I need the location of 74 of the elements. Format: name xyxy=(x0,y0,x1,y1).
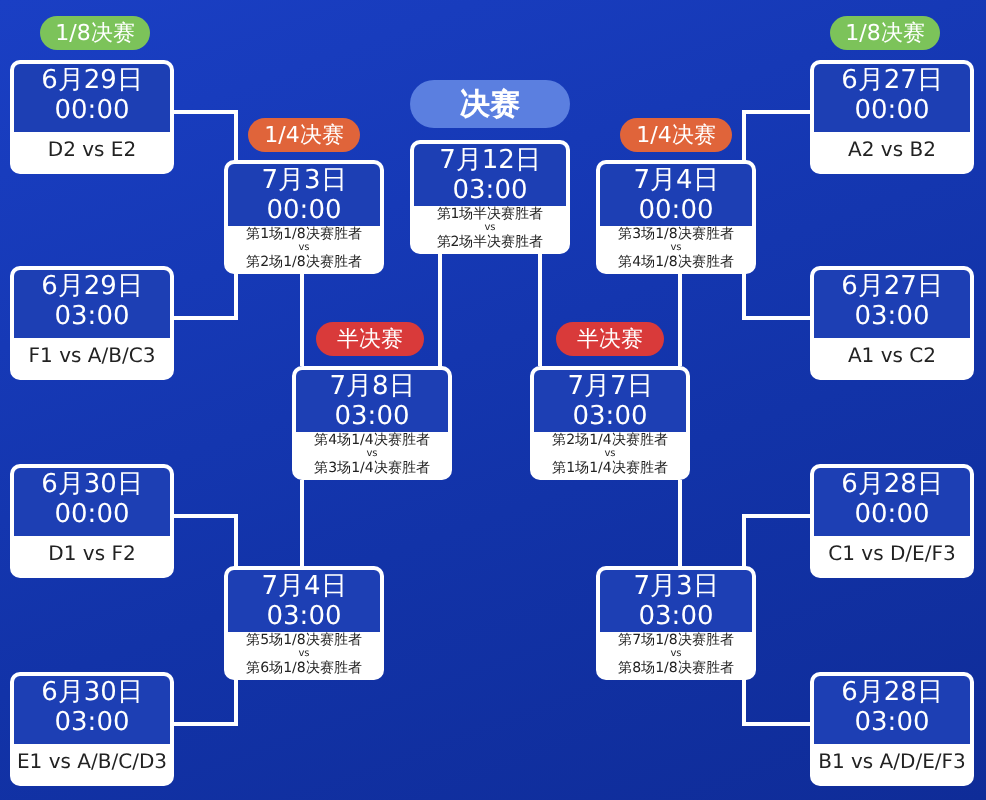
match-card xyxy=(596,566,756,680)
stage-badge: 半决赛 xyxy=(556,322,664,356)
stage-badge: 1/4决赛 xyxy=(248,118,360,152)
bracket-line xyxy=(174,680,238,726)
match-time: 03:00 xyxy=(52,302,132,332)
bracket-line xyxy=(538,254,542,366)
match-time: 00:00 xyxy=(264,196,344,226)
match-card xyxy=(410,140,570,254)
match-time: 03:00 xyxy=(570,402,650,432)
bracket-line xyxy=(742,274,810,320)
stage-badge: 1/8决赛 xyxy=(830,16,940,50)
match-card xyxy=(810,672,974,786)
match-time: 00:00 xyxy=(852,96,932,126)
bracket-line xyxy=(300,480,304,566)
match-card xyxy=(10,60,174,174)
matchup-text: A2 vs B2 xyxy=(846,138,938,166)
match-time: 00:00 xyxy=(52,96,132,126)
match-date: 7月4日 xyxy=(631,166,721,196)
match-date: 7月8日 xyxy=(327,372,417,402)
stage-badge: 1/8决赛 xyxy=(40,16,150,50)
match-time: 03:00 xyxy=(852,302,932,332)
match-date: 6月27日 xyxy=(839,66,945,96)
matchup-text: E1 vs A/B/C/D3 xyxy=(14,750,170,778)
matchup-text: F1 vs A/B/C3 xyxy=(26,344,158,372)
match-card xyxy=(10,266,174,380)
match-date: 6月30日 xyxy=(39,470,145,500)
matchup-text: B1 vs A/D/E/F3 xyxy=(816,750,968,778)
match-time: 03:00 xyxy=(264,602,344,632)
matchup-text: D2 vs E2 xyxy=(45,138,139,166)
match-time: 03:00 xyxy=(636,602,716,632)
match-date: 7月12日 xyxy=(437,146,543,176)
match-card xyxy=(224,160,384,274)
bracket-line xyxy=(174,274,238,320)
match-card xyxy=(224,566,384,680)
match-time: 03:00 xyxy=(852,708,932,738)
bracket-line xyxy=(174,110,238,160)
match-date: 7月4日 xyxy=(259,572,349,602)
match-card xyxy=(810,60,974,174)
match-card xyxy=(10,672,174,786)
bracket-line xyxy=(438,254,442,366)
match-card xyxy=(10,464,174,578)
stage-badge: 1/4决赛 xyxy=(620,118,732,152)
match-date: 7月3日 xyxy=(631,572,721,602)
bracket-line xyxy=(742,110,810,160)
match-card xyxy=(810,464,974,578)
match-date: 7月7日 xyxy=(565,372,655,402)
match-card xyxy=(810,266,974,380)
match-date: 6月30日 xyxy=(39,678,145,708)
match-card xyxy=(530,366,690,480)
match-time: 00:00 xyxy=(636,196,716,226)
match-date: 6月29日 xyxy=(39,66,145,96)
matchup-text: C1 vs D/E/F3 xyxy=(826,542,958,570)
stage-badge: 半决赛 xyxy=(316,322,424,356)
match-date: 7月3日 xyxy=(259,166,349,196)
match-time: 00:00 xyxy=(52,500,132,530)
match-time: 00:00 xyxy=(852,500,932,530)
bracket-line xyxy=(742,514,810,566)
match-card xyxy=(292,366,452,480)
stage-badge: 决赛 xyxy=(410,80,570,128)
bracket-line xyxy=(742,680,810,726)
match-time: 03:00 xyxy=(450,176,530,206)
matchup-text: A1 vs C2 xyxy=(845,344,939,372)
bracket-line xyxy=(678,480,682,566)
match-time: 03:00 xyxy=(52,708,132,738)
matchup-text: D1 vs F2 xyxy=(46,542,138,570)
match-date: 6月27日 xyxy=(839,272,945,302)
match-time: 03:00 xyxy=(332,402,412,432)
match-date: 6月29日 xyxy=(39,272,145,302)
bracket-line xyxy=(300,274,304,366)
match-date: 6月28日 xyxy=(839,678,945,708)
match-date: 6月28日 xyxy=(839,470,945,500)
bracket-line xyxy=(678,274,682,366)
match-card xyxy=(596,160,756,274)
bracket-line xyxy=(174,514,238,566)
